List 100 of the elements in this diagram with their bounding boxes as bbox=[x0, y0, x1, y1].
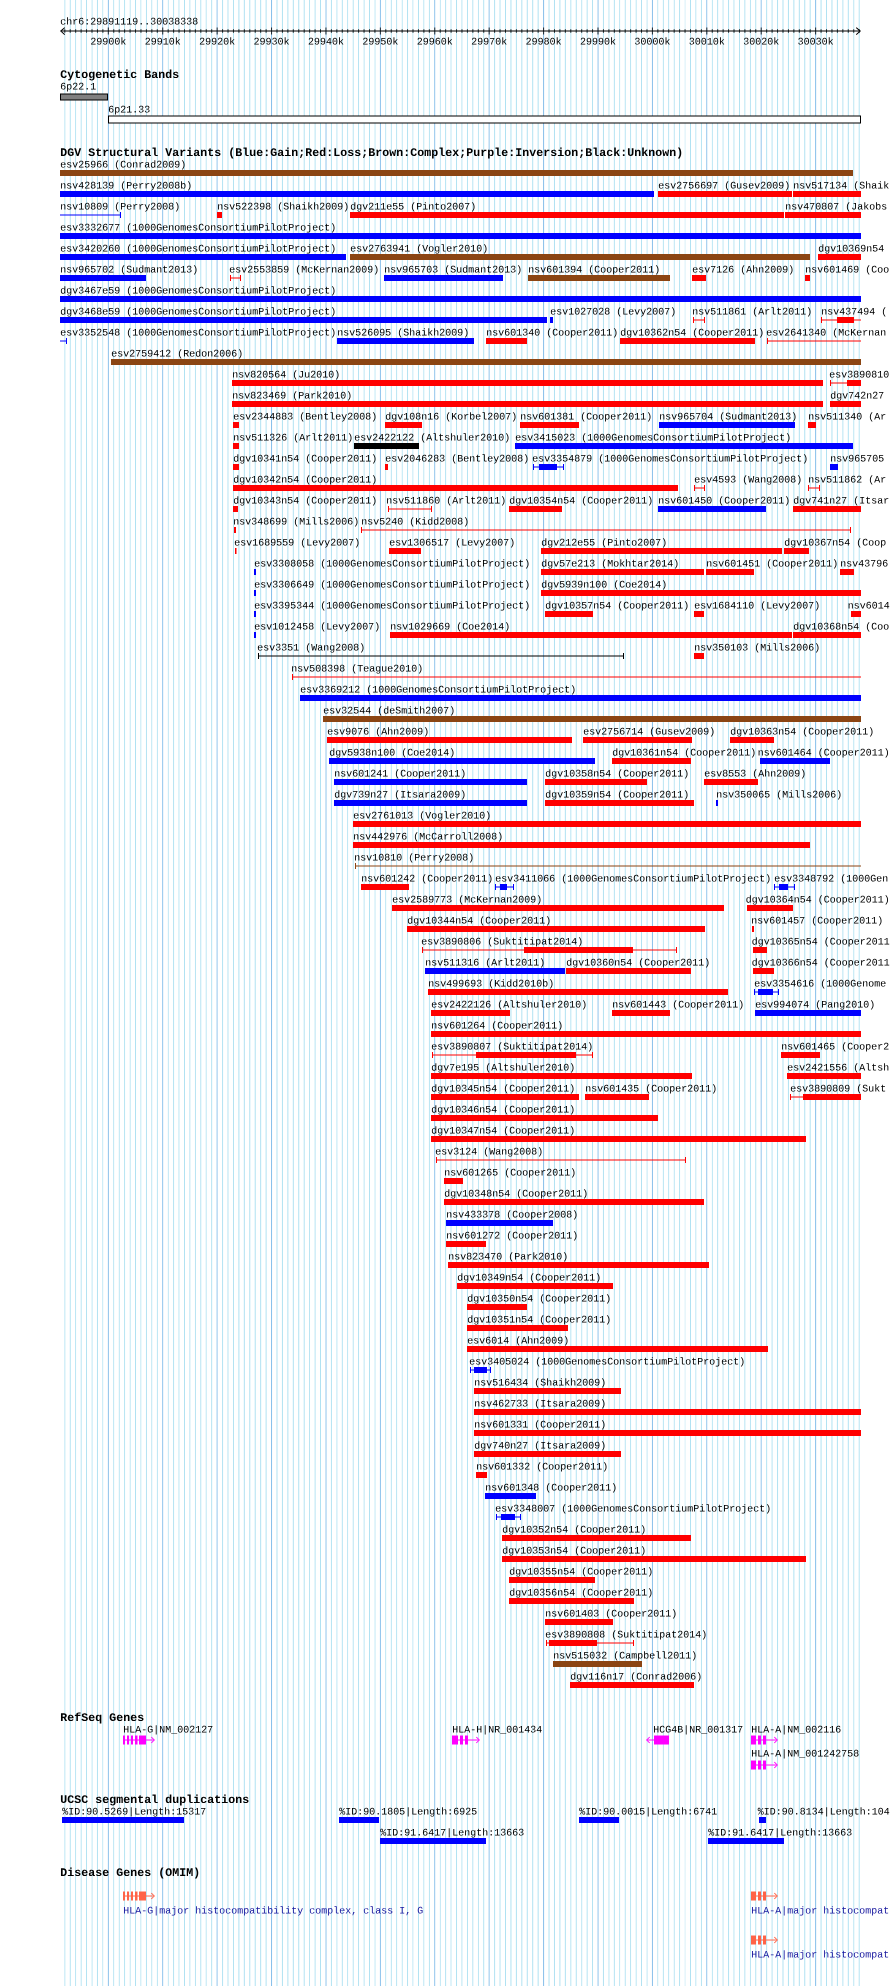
feature-label: dgv741n27 (Itsar bbox=[793, 496, 889, 506]
disease-gene-label: HLA-A|major histocompat bbox=[752, 1950, 889, 1960]
feature-label: nsv43796 bbox=[841, 559, 888, 567]
duplication-label: %ID:90.8134|Length:104 bbox=[757, 1807, 890, 1817]
feature-label: nsv601451 (Cooper2011) bbox=[707, 559, 837, 569]
feature-label: dgv10351n54 (Cooper2011) bbox=[467, 1315, 610, 1325]
feature-label: nsv470807 (Jakobs bbox=[786, 202, 887, 212]
feature-label: esv3890808 (Suktitipat2014) bbox=[545, 1630, 706, 1640]
feature-label: esv3415023 (1000GenomesConsortiumPilotProject) bbox=[515, 433, 790, 443]
tick-label: 30000k bbox=[635, 37, 670, 45]
feature-label: nsv10809 (Perry2008) bbox=[61, 202, 179, 212]
feature-label: esv3354616 (1000Genome bbox=[754, 979, 886, 989]
feature-label: dgv10349n54 (Cooper2011) bbox=[457, 1273, 600, 1283]
feature-label: dgv10341n54 (Cooper2011) bbox=[233, 454, 376, 464]
feature-label: dgv10360n54 (Cooper2011) bbox=[566, 958, 709, 968]
track-title: Disease Genes (OMIM) bbox=[60, 1867, 199, 1879]
feature-label: dgv5939n100 (Coe2014) bbox=[541, 580, 666, 590]
feature-label: esv2046283 (Bentley2008) bbox=[385, 454, 528, 464]
feature-label: nsv10810 (Perry2008) bbox=[355, 853, 473, 863]
feature-label: esv3124 (Wang2008) bbox=[435, 1147, 542, 1157]
feature-label: nsv508398 (Teague2010) bbox=[292, 664, 422, 674]
feature-label: esv2422122 (Altshuler2010) bbox=[354, 433, 509, 443]
feature-label: nsv601443 (Cooper2011) bbox=[613, 1000, 743, 1010]
feature-label: nsv522398 (Shaikh2009) bbox=[218, 202, 348, 212]
tick-label: 30010k bbox=[689, 37, 725, 45]
tick-label: 29940k bbox=[308, 37, 344, 45]
feature-label: nsv515032 (Campbell2011) bbox=[554, 1651, 696, 1661]
feature-label: esv2756714 (Gusev2009) bbox=[583, 727, 714, 737]
tick-label: 29990k bbox=[580, 37, 616, 45]
feature-label: nsv601450 (Cooper2011) bbox=[659, 496, 789, 506]
feature-label: nsv601464 (Cooper2011) bbox=[758, 748, 889, 758]
gene-label: HLA-A|NM_002116 bbox=[752, 1725, 841, 1735]
feature-label: esv3332677 (1000GenomesConsortiumPilotProject) bbox=[60, 223, 335, 233]
feature-label: nsv601265 (Cooper2011) bbox=[445, 1168, 575, 1178]
feature-label: nsv601394 (Cooper2011) bbox=[529, 265, 659, 275]
feature-label: dgv10364n54 (Cooper2011) bbox=[746, 895, 889, 905]
feature-label: dgv108n16 (Korbel2007) bbox=[385, 412, 516, 422]
feature-label: dgv10366n54 (Cooper2011 bbox=[752, 958, 890, 968]
feature-label: nsv601331 (Cooper2011) bbox=[475, 1420, 605, 1430]
duplication-label: %ID:91.6417|Length:13663 bbox=[380, 1828, 524, 1838]
feature-label: dgv10348n54 (Cooper2011) bbox=[444, 1189, 587, 1199]
feature-label: dgv212e55 (Pinto2007) bbox=[541, 538, 666, 548]
duplication-label: %ID:91.6417|Length:13663 bbox=[708, 1828, 852, 1838]
tick-label: 29920k bbox=[199, 37, 235, 45]
feature-label: esv3395344 (1000GenomesConsortiumPilotProject) bbox=[254, 601, 529, 611]
feature-label: nsv511861 (Arlt2011) bbox=[693, 307, 811, 317]
feature-label: nsv511326 (Arlt2011) bbox=[234, 433, 352, 443]
band-label: 6p22.1 bbox=[60, 82, 96, 92]
feature-label: esv2421556 (Altsh bbox=[787, 1063, 889, 1073]
tick-label: 29970k bbox=[471, 37, 507, 45]
track-title: Cytogenetic Bands bbox=[60, 69, 179, 81]
feature-label: dgv10346n54 (Cooper2011) bbox=[431, 1105, 574, 1115]
feature-label: dgv10358n54 (Cooper2011) bbox=[545, 769, 688, 779]
feature-label: dgv739n27 (Itsara2009) bbox=[334, 790, 465, 800]
band-label: 6p21.33 bbox=[108, 105, 150, 115]
feature-label: dgv10367n54 (Coop bbox=[784, 538, 886, 548]
feature-label: nsv601242 (Cooper2011) bbox=[362, 874, 492, 884]
feature-label: esv3420260 (1000GenomesConsortiumPilotProject) bbox=[60, 244, 335, 254]
feature-label: dgv116n17 (Conrad2006) bbox=[570, 1672, 701, 1682]
feature-label: dgv10350n54 (Cooper2011) bbox=[467, 1294, 610, 1304]
feature-label: esv3352548 (1000GenomesConsortiumPilotProject) bbox=[60, 328, 335, 338]
feature-label: dgv3467e59 (1000GenomesConsortiumPilotProject) bbox=[60, 286, 335, 296]
feature-label: dgv10355n54 (Cooper2011) bbox=[509, 1567, 652, 1577]
feature-label: esv3351 (Wang2008) bbox=[257, 643, 364, 653]
feature-label: esv3890806 (Suktitipat2014) bbox=[421, 937, 582, 947]
feature-label: dgv10357n54 (Cooper2011) bbox=[545, 601, 688, 611]
feature-label: dgv57e213 (Mokhtar2014) bbox=[541, 559, 678, 569]
gene-label: HCG4B|NR_001317 bbox=[654, 1725, 743, 1735]
feature-label: nsv601469 (Coo bbox=[806, 265, 889, 275]
gene-label: HLA-G|NM_002127 bbox=[124, 1725, 213, 1735]
feature-label: dgv10347n54 (Cooper2011) bbox=[431, 1126, 574, 1136]
feature-label: dgv10343n54 (Cooper2011) bbox=[233, 496, 376, 506]
feature-label: dgv10345n54 (Cooper2011) bbox=[431, 1084, 574, 1094]
feature-label: nsv442976 (McCarroll2008) bbox=[354, 832, 502, 842]
feature-label: nsv601457 (Cooper2011) bbox=[752, 916, 882, 926]
feature-label: nsv437494 ( bbox=[822, 307, 886, 317]
feature-label: esv1689559 (Levy2007) bbox=[234, 538, 359, 548]
feature-label: nsv965704 (Sudmant2013) bbox=[660, 412, 796, 422]
feature-label: esv3411066 (1000GenomesConsortiumPilotProject) bbox=[495, 874, 770, 884]
region-label: chr6:29891119..30038338 bbox=[60, 17, 198, 25]
track-title: UCSC segmental duplications bbox=[60, 1794, 249, 1806]
feature-label: nsv526095 (Shaikh2009) bbox=[338, 328, 468, 338]
feature-label: nsv601340 (Cooper2011) bbox=[487, 328, 617, 338]
feature-label: nsv5240 (Kidd2008) bbox=[362, 517, 468, 527]
feature-label: nsv1029669 (Coe2014) bbox=[391, 622, 509, 632]
feature-label: esv1012458 (Levy2007) bbox=[254, 622, 379, 632]
feature-label: esv2422126 (Altshuler2010) bbox=[431, 1000, 586, 1010]
feature-label: esv3890807 (Suktitipat2014) bbox=[431, 1042, 592, 1052]
feature-label: nsv517134 (Shaik bbox=[794, 181, 889, 191]
feature-label: nsv462733 (Itsara2009) bbox=[475, 1399, 605, 1409]
feature-label: esv25966 (Conrad2009) bbox=[60, 160, 185, 170]
feature-label: dgv10365n54 (Cooper2011 bbox=[752, 937, 890, 947]
feature-label: nsv499693 (Kidd2010b) bbox=[429, 979, 553, 989]
track-title: RefSeq Genes bbox=[61, 1712, 144, 1724]
feature-label: nsv965705 bbox=[831, 454, 884, 462]
duplication-label: %ID:90.5269|Length:15317 bbox=[62, 1807, 206, 1817]
feature-label: esv3405024 (1000GenomesConsortiumPilotProject) bbox=[469, 1357, 744, 1367]
feature-label: nsv601241 (Cooper2011) bbox=[335, 769, 465, 779]
gene-label: HLA-A|NM_001242758 bbox=[752, 1749, 859, 1759]
feature-label: esv3308058 (1000GenomesConsortiumPilotProject) bbox=[254, 559, 529, 569]
